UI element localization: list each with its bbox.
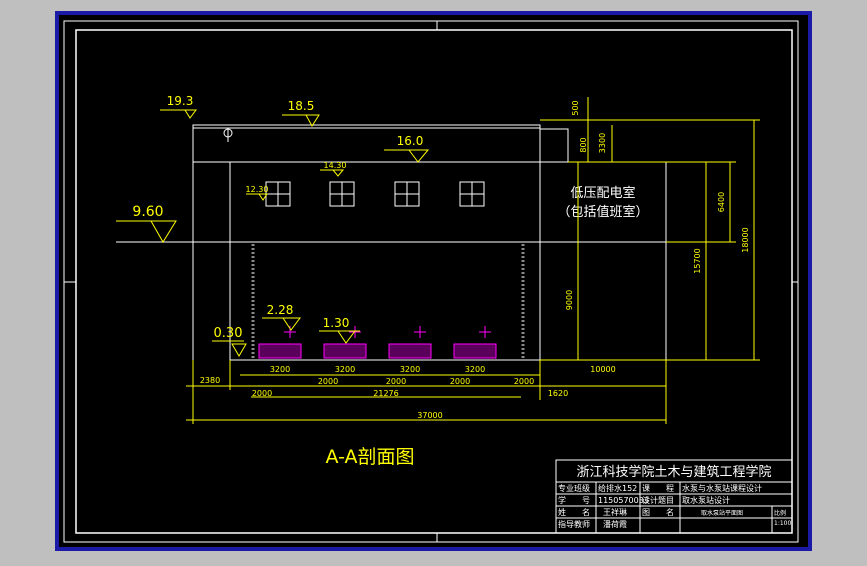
drawing-title: A-A剖面图 [325, 446, 414, 468]
topic-label: 设计题目 [642, 495, 674, 505]
dim-2000-e: 2000 [514, 377, 534, 386]
dim-37000: 37000 [417, 411, 442, 420]
elev-19-3: 19.3 [167, 94, 194, 108]
elev-18-5: 18.5 [288, 99, 315, 113]
elevation-markers [116, 109, 430, 357]
window-3 [394, 181, 420, 207]
elev-16-0: 16.0 [397, 134, 424, 148]
dim-3200-c: 3200 [400, 365, 420, 374]
window-4 [459, 181, 485, 207]
wall-ladders [251, 244, 525, 358]
school-name: 浙江科技学院土木与建筑工程学院 [576, 464, 771, 480]
pump-1 [258, 326, 302, 359]
horizontal-dimensions [186, 360, 667, 424]
dim-2000-d: 2000 [450, 377, 470, 386]
id-label: 学 号 [558, 495, 590, 505]
title-block-text: 浙江科技学院土木与建筑工程学院 专业班级 给排水152 学 号 11505700… [558, 464, 791, 529]
dim-3200-b: 3200 [335, 365, 355, 374]
dim-21276: 21276 [373, 389, 398, 398]
windows [265, 181, 485, 207]
id-value: 1150570033 [598, 496, 649, 505]
horizontal-dim-labels: 2380 3200 3200 3200 3200 2000 2000 2000 … [200, 365, 616, 420]
elev-12-30: 12.30 [246, 185, 269, 194]
pump-3 [388, 326, 432, 359]
dim-10000: 10000 [590, 365, 615, 374]
dim-2000-b: 2000 [318, 377, 338, 386]
room-note: （包括值班室） [557, 204, 648, 220]
room-name: 低压配电室 [570, 185, 635, 201]
elev-1-30: 1.30 [323, 316, 350, 330]
title-block [555, 459, 793, 534]
dim-800: 800 [579, 137, 588, 152]
dim-6400: 6400 [717, 192, 726, 212]
dim-15700: 15700 [693, 248, 702, 273]
dim-3300: 3300 [598, 133, 607, 153]
dim-3200-d: 3200 [465, 365, 485, 374]
dim-9000: 9000 [565, 290, 574, 310]
elev-9-60: 9.60 [132, 204, 163, 220]
course-label: 课 程 [642, 484, 674, 493]
window-2 [329, 181, 355, 207]
dim-2380: 2380 [200, 376, 220, 385]
major-label: 专业班级 [558, 483, 590, 493]
dim-2000-c: 2000 [386, 377, 406, 386]
pumps [258, 326, 497, 359]
drawing-name-value: 取水泵站平面图 [701, 509, 743, 517]
vertical-dim-labels: 500 3300 800 6400 15700 18000 9000 [565, 100, 750, 310]
advisor-label: 指导教师 [558, 519, 590, 529]
major-value: 给排水152 [598, 483, 637, 493]
course-value: 水泵与水泵站课程设计 [682, 483, 762, 493]
dim-18000: 18000 [741, 227, 750, 252]
name-label: 姓 名 [558, 507, 590, 517]
elev-0-30: 0.30 [214, 326, 243, 341]
elev-14-30: 14.30 [324, 161, 347, 170]
dim-2000-a: 2000 [252, 389, 272, 398]
scale-label: 比例 [774, 509, 786, 517]
drawing-name-label: 图 名 [642, 507, 674, 517]
scale-value: 1:100 [774, 520, 791, 527]
name-value: 王祥琳 [603, 507, 627, 517]
dim-1620: 1620 [548, 389, 568, 398]
vertical-dimensions [540, 97, 760, 361]
advisor-value: 潘荷霞 [603, 519, 627, 529]
elev-2-28: 2.28 [267, 303, 294, 317]
frame-ticks [64, 21, 798, 542]
pump-2 [323, 326, 367, 359]
topic-value: 取水泵站设计 [682, 495, 730, 505]
pump-4 [453, 326, 497, 359]
elevation-labels: 19.3 18.5 16.0 14.30 12.30 9.60 2.28 1.3… [132, 94, 423, 341]
dim-3200-a: 3200 [270, 365, 290, 374]
dim-500: 500 [571, 100, 580, 115]
